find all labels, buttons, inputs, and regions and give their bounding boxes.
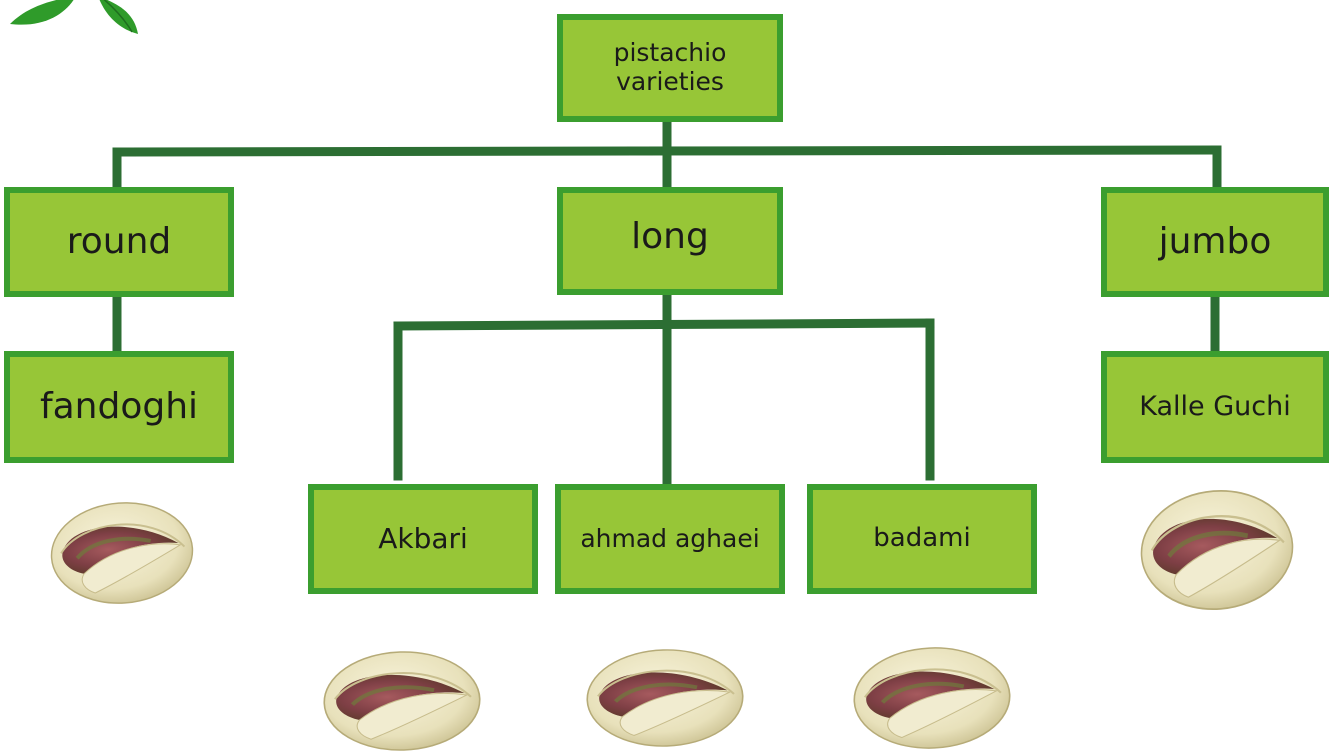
leaf-logo-icon: [10, 0, 138, 34]
node-ahmad-aghaei: ahmad aghaei: [555, 484, 785, 594]
connector-top-bar: [112, 145, 1222, 157]
node-akbari-label: Akbari: [378, 521, 468, 555]
node-badami-label: badami: [873, 523, 971, 554]
connector-long-bar: [393, 318, 935, 331]
root-node-pistachio-varieties: pistachio varieties: [557, 14, 783, 122]
pistachio-nut-icon: [585, 648, 744, 749]
root-node-label: pistachio varieties: [613, 38, 727, 96]
connector-lines: [112, 117, 1222, 489]
node-round: round: [4, 187, 234, 297]
node-kalle-guchi: Kalle Guchi: [1101, 351, 1329, 463]
node-fandoghi: fandoghi: [4, 351, 234, 463]
node-long: long: [557, 187, 783, 295]
node-jumbo: jumbo: [1101, 187, 1329, 297]
node-long-label: long: [631, 216, 709, 258]
node-akbari: Akbari: [308, 484, 538, 594]
pistachio-nut-icon: [322, 650, 481, 753]
node-kalle-guchi-label: Kalle Guchi: [1139, 391, 1291, 423]
pistachio-nut-icon: [46, 496, 198, 610]
node-badami: badami: [807, 484, 1037, 594]
pistachio-nut-icon: [1138, 485, 1296, 615]
node-ahmad-aghaei-label: ahmad aghaei: [580, 523, 760, 553]
node-fandoghi-label: fandoghi: [39, 386, 199, 428]
pistachio-nut-icon: [852, 644, 1013, 751]
node-jumbo-label: jumbo: [1158, 221, 1272, 263]
node-round-label: round: [66, 221, 172, 263]
